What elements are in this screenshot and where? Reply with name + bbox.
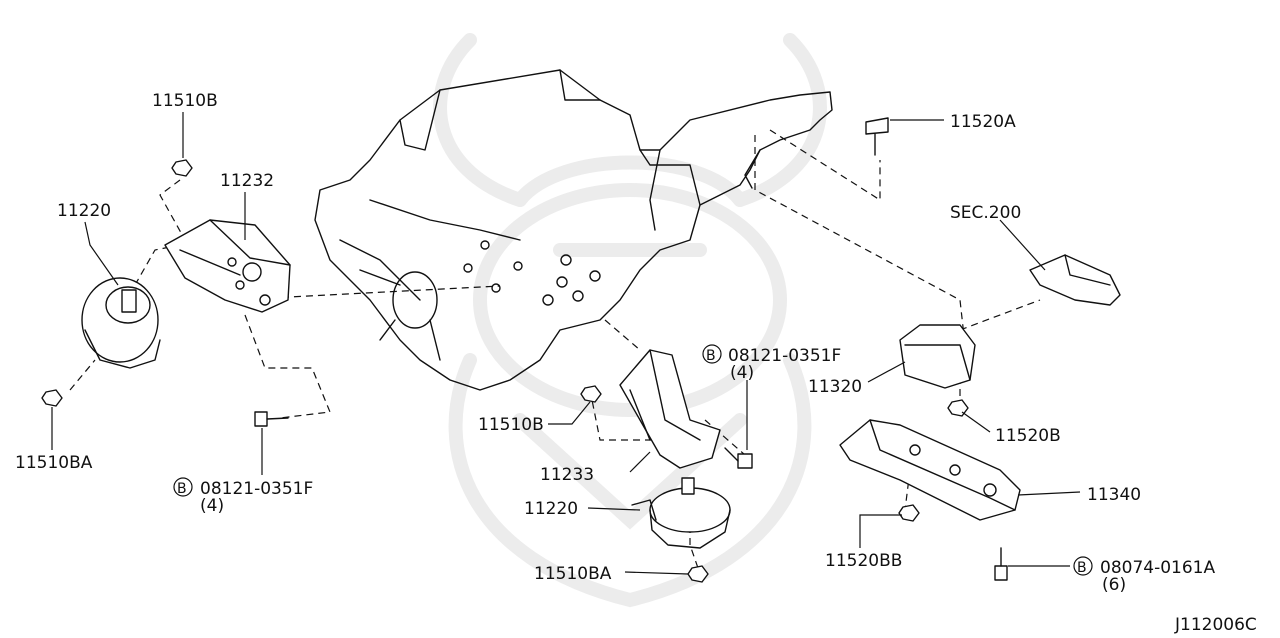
bolt-11520a <box>865 117 889 156</box>
bolt-mid <box>724 447 753 469</box>
label-11320: 11320 <box>808 377 862 397</box>
label-11510ba-mid: 11510BA <box>534 564 612 584</box>
nut-11510b-top <box>171 159 193 177</box>
svg-text:08121-0351F: 08121-0351F <box>728 346 841 366</box>
nut-11510b-mid <box>580 385 602 403</box>
label-sec200: SEC.200 <box>950 203 1021 223</box>
engine-bracket-mid <box>619 349 721 469</box>
bolt-left <box>254 411 289 427</box>
label-bolt-mid: B 08121-0351F (4) <box>702 344 841 383</box>
leader-lines <box>51 112 1081 575</box>
watermark-emblem <box>433 33 827 608</box>
label-11520bb: 11520BB <box>825 551 902 571</box>
label-11233: 11233 <box>540 465 594 485</box>
engine-bracket-left <box>164 219 291 313</box>
svg-text:08074-0161A: 08074-0161A <box>1100 558 1215 578</box>
label-11510b-mid: 11510B <box>478 415 544 435</box>
crossmember-11340 <box>839 419 1021 521</box>
bolt-marker: B <box>1077 560 1087 576</box>
label-11520b: 11520B <box>995 426 1061 446</box>
svg-text:(4): (4) <box>200 496 224 516</box>
bolt-marker: B <box>177 481 187 497</box>
label-11220-left: 11220 <box>57 201 111 221</box>
label-bolt-left: B 08121-0351F (4) <box>173 477 313 516</box>
engine-block <box>314 69 833 391</box>
label-11520a: 11520A <box>950 112 1016 132</box>
mount-11320 <box>899 324 976 389</box>
bolt-marker: B <box>706 348 716 364</box>
bracket-sec200 <box>1029 254 1121 306</box>
label-bolt-right: B 08074-0161A (6) <box>1073 556 1215 595</box>
label-11232: 11232 <box>220 171 274 191</box>
label-11510ba-left: 11510BA <box>15 453 93 473</box>
label-11340: 11340 <box>1087 485 1141 505</box>
label-11220-mid: 11220 <box>524 499 578 519</box>
svg-text:(6): (6) <box>1102 575 1126 595</box>
nut-11510ba-left <box>41 389 63 407</box>
engine-mount-left <box>81 277 161 369</box>
engine-mount-mid <box>631 477 731 549</box>
svg-text:(4): (4) <box>730 363 754 383</box>
label-11510b-top: 11510B <box>152 91 218 111</box>
bolt-right <box>994 547 1008 581</box>
diagram-id: J112006C <box>1174 615 1257 635</box>
svg-text:08121-0351F: 08121-0351F <box>200 479 313 499</box>
nut-11520bb <box>898 504 920 522</box>
